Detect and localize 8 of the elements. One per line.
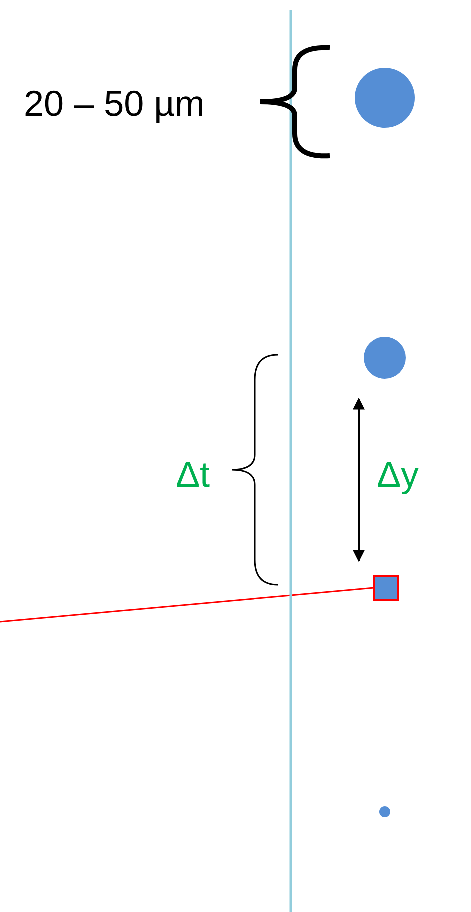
droplet bbox=[380, 806, 390, 818]
displacement-label: Δy bbox=[377, 457, 420, 493]
leader-line bbox=[0, 587, 374, 623]
highlighted-droplet bbox=[373, 575, 399, 601]
size-label: 20 – 50 µm bbox=[24, 86, 205, 122]
droplet bbox=[364, 337, 406, 379]
droplet bbox=[355, 68, 415, 128]
time-interval-label: Δt bbox=[176, 457, 210, 493]
